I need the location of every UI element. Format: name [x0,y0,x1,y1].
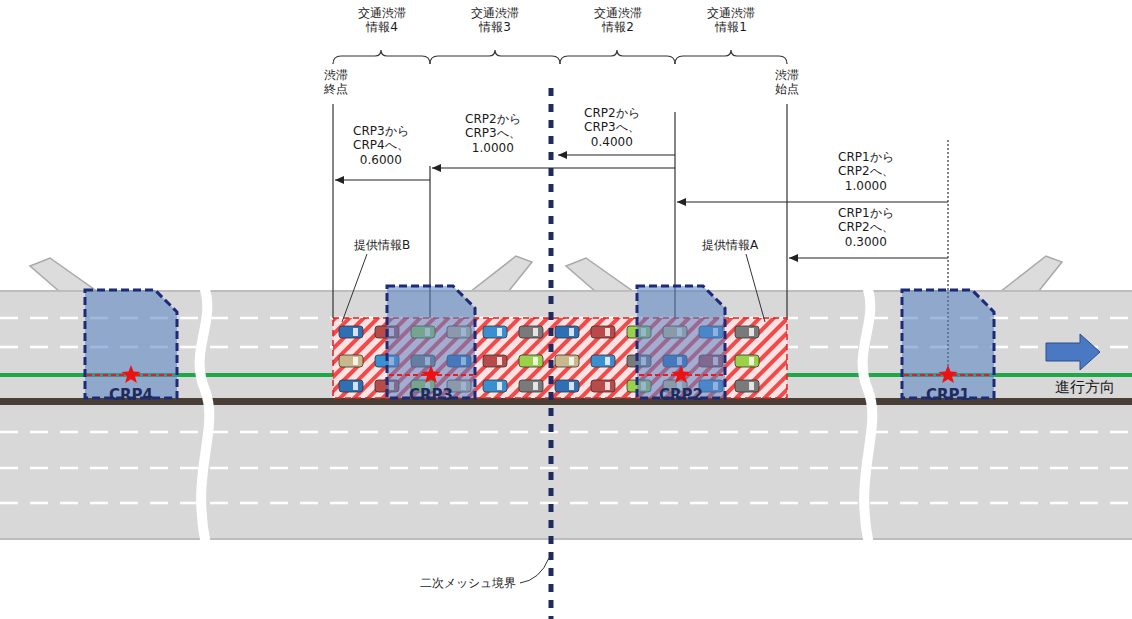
road [0,290,1132,398]
offset-label: CRP2から CRP3へ、 0.4000 [584,106,640,149]
info-label: 提供情報A [702,238,758,252]
mesh-boundary [549,88,554,619]
ramp [30,256,1062,292]
crp-shape [635,284,727,400]
crp-label: CRP4 [83,386,179,404]
road-break [200,284,873,545]
offset-label: CRP1から CRP2へ、 0.3000 [838,206,894,249]
jam-start-label: 渋滞 始点 [775,68,799,97]
road [0,405,1132,540]
crp-label: CRP1 [900,386,996,404]
direction-label: 進行方向 [1055,378,1115,396]
crp-area: CRP3 [385,284,477,400]
crp-area: CRP2 [635,284,727,400]
offset-label: CRP3から CRP4へ、 0.6000 [353,124,409,167]
crp-shape [83,288,179,400]
crp-shape [385,284,477,400]
crp-area: CRP4 [83,288,179,400]
crp-label: CRP3 [385,386,477,404]
section-label: 交通渋滞 情報3 [471,6,519,35]
offset-label: CRP2から CRP3へ、 1.0000 [465,112,521,155]
leader-line [342,254,765,583]
direction-arrow [1046,334,1100,370]
section-label: 交通渋滞 情報2 [594,6,642,35]
bracket [333,50,787,64]
mesh-label: 二次メッシュ境界 [420,576,516,590]
crp-shape [900,288,996,400]
section-label: 交通渋滞 情報1 [707,6,755,35]
info-label: 提供情報B [354,238,410,252]
jam-end-label: 渋滞 終点 [324,68,348,97]
crp-label: CRP2 [635,386,727,404]
offset-label: CRP1から CRP2へ、 1.0000 [838,150,894,193]
section-label: 交通渋滞 情報4 [358,6,406,35]
crp-area: CRP1 [900,288,996,400]
